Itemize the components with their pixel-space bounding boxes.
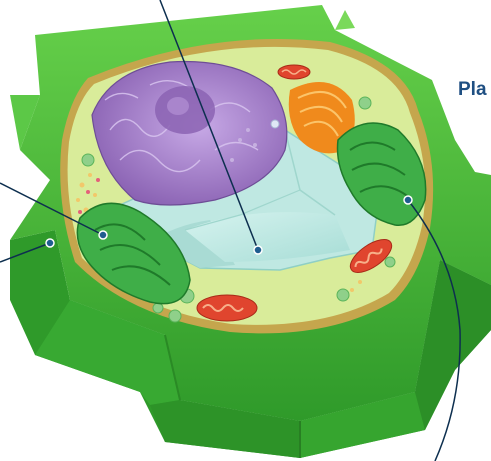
mitochondrion <box>197 295 257 321</box>
mitochondrion <box>278 65 310 79</box>
diagram-title-fragment: Pla <box>458 80 487 99</box>
